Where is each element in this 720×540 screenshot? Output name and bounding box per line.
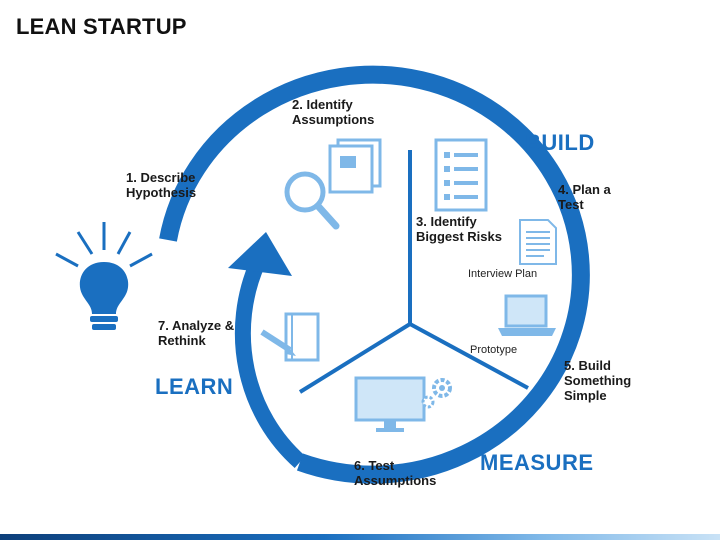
cycle-ring	[159, 65, 590, 484]
step-4-line1: 4. Plan a	[558, 182, 611, 197]
step-5-label: 5. Build Something Simple	[564, 358, 631, 403]
documents-magnifier-icon	[284, 138, 382, 230]
step-3-line1: 3. Identify	[416, 214, 477, 229]
step-2-line1: 2. Identify	[292, 97, 353, 112]
cycle-dividers	[298, 150, 529, 394]
checklist-icon	[434, 138, 488, 212]
step-5-line2: Something	[564, 373, 632, 388]
phase-learn: LEARN	[155, 374, 234, 399]
page-title: LEAN STARTUP	[16, 14, 187, 39]
prototype-caption: Prototype	[470, 344, 518, 356]
phase-measure: MEASURE	[480, 450, 594, 475]
step-1-label: 1. Describe Hypothesis	[126, 170, 196, 200]
step-4-label: 4. Plan a Test	[558, 182, 611, 212]
step-3-label: 3. Identify Biggest Risks	[416, 214, 502, 244]
step-7-label: 7. Analyze & Rethink	[158, 318, 234, 348]
step-1-line1: 1. Describe	[126, 170, 196, 185]
step-7-line1: 7. Analyze &	[158, 318, 235, 333]
step-6-label: 6. Test Assumptions	[354, 458, 436, 488]
step-2-label: 2. Identify Assumptions	[292, 97, 374, 127]
phase-build: BUILD	[525, 130, 595, 155]
step-5-line3: Simple	[564, 388, 607, 403]
step-4-line2: Test	[558, 197, 584, 212]
lightbulb-icon	[55, 222, 153, 330]
document-icon	[519, 219, 557, 265]
step-6-line1: 6. Test	[354, 458, 395, 473]
step-7-line2: Rethink	[158, 333, 206, 348]
step-1-line2: Hypothesis	[126, 185, 197, 200]
step-6-line2: Assumptions	[354, 473, 437, 488]
step-2-line2: Assumptions	[292, 112, 375, 127]
monitor-gears-icon	[354, 376, 452, 432]
footer-gradient-bar	[0, 534, 720, 540]
step-3-line2: Biggest Risks	[416, 229, 502, 244]
interview-plan-caption: Interview Plan	[468, 268, 538, 280]
laptop-icon	[498, 294, 556, 336]
book-pencil-icon	[260, 312, 320, 362]
step-5-line1: 5. Build	[564, 358, 611, 373]
